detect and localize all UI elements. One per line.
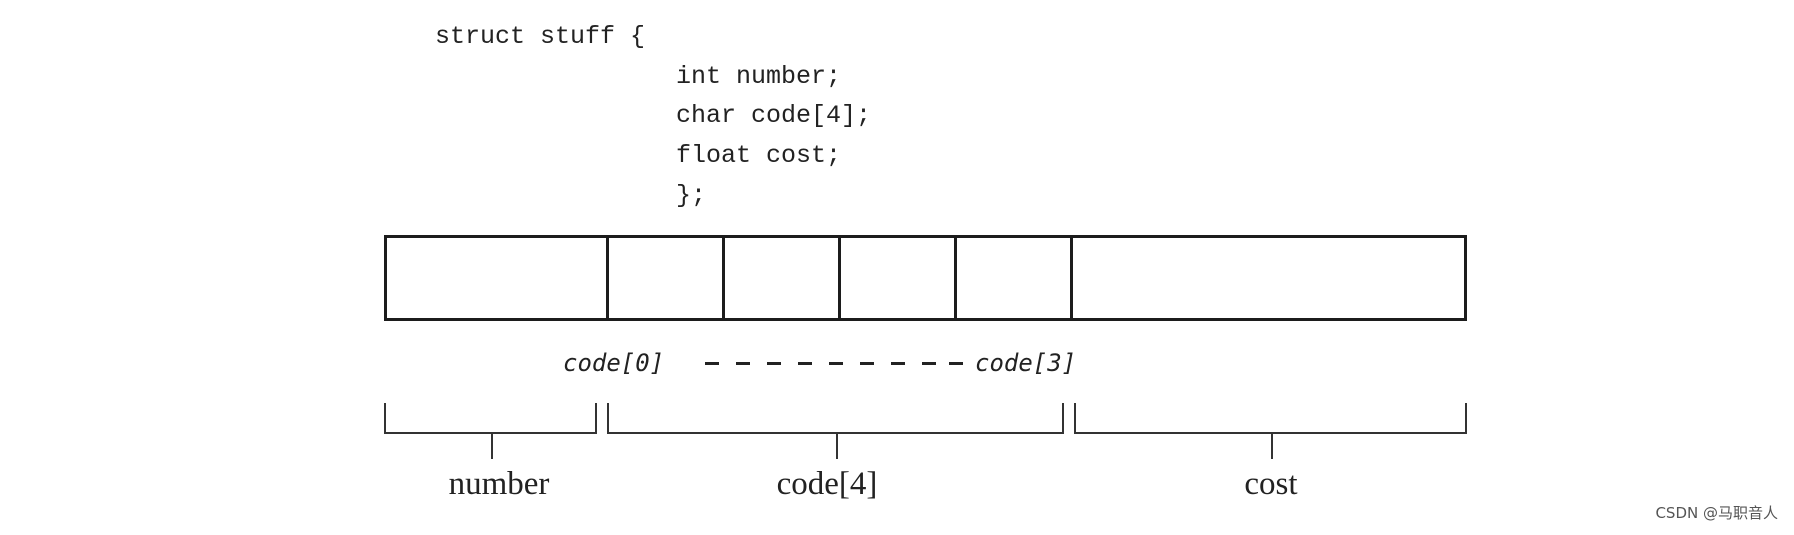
- code-line-cost: float cost;: [676, 141, 842, 170]
- bracket-code: [607, 403, 1064, 459]
- memory-cell-number: [387, 238, 609, 318]
- dash: [949, 362, 963, 365]
- memory-cell-code-2: [841, 238, 957, 318]
- index-range-dashes: [705, 362, 963, 365]
- field-label-cost: cost: [1244, 466, 1298, 502]
- index-label-last: code[3]: [975, 349, 1077, 377]
- code-line-code: char code[4];: [676, 101, 872, 130]
- dash: [860, 362, 874, 365]
- dash: [736, 362, 750, 365]
- code-line-struct-close: };: [676, 181, 707, 210]
- watermark: CSDN @马职音人: [1655, 504, 1778, 522]
- dash: [798, 362, 812, 365]
- dash: [891, 362, 905, 365]
- dash: [922, 362, 936, 365]
- memory-cell-code-1: [725, 238, 841, 318]
- field-label-number: number: [448, 466, 550, 502]
- memory-cell-code-3: [957, 238, 1073, 318]
- memory-layout-row: [384, 235, 1467, 321]
- bracket-number: [384, 403, 597, 459]
- memory-cell-code-0: [609, 238, 725, 318]
- code-line-number: int number;: [676, 62, 842, 91]
- bracket-cost: [1074, 403, 1467, 459]
- field-label-code: code[4]: [776, 466, 878, 502]
- dash: [705, 362, 719, 365]
- index-label-first: code[0]: [563, 349, 665, 377]
- dash: [767, 362, 781, 365]
- dash: [829, 362, 843, 365]
- memory-cell-cost: [1073, 238, 1464, 318]
- code-line-struct-open: struct stuff {: [435, 22, 646, 51]
